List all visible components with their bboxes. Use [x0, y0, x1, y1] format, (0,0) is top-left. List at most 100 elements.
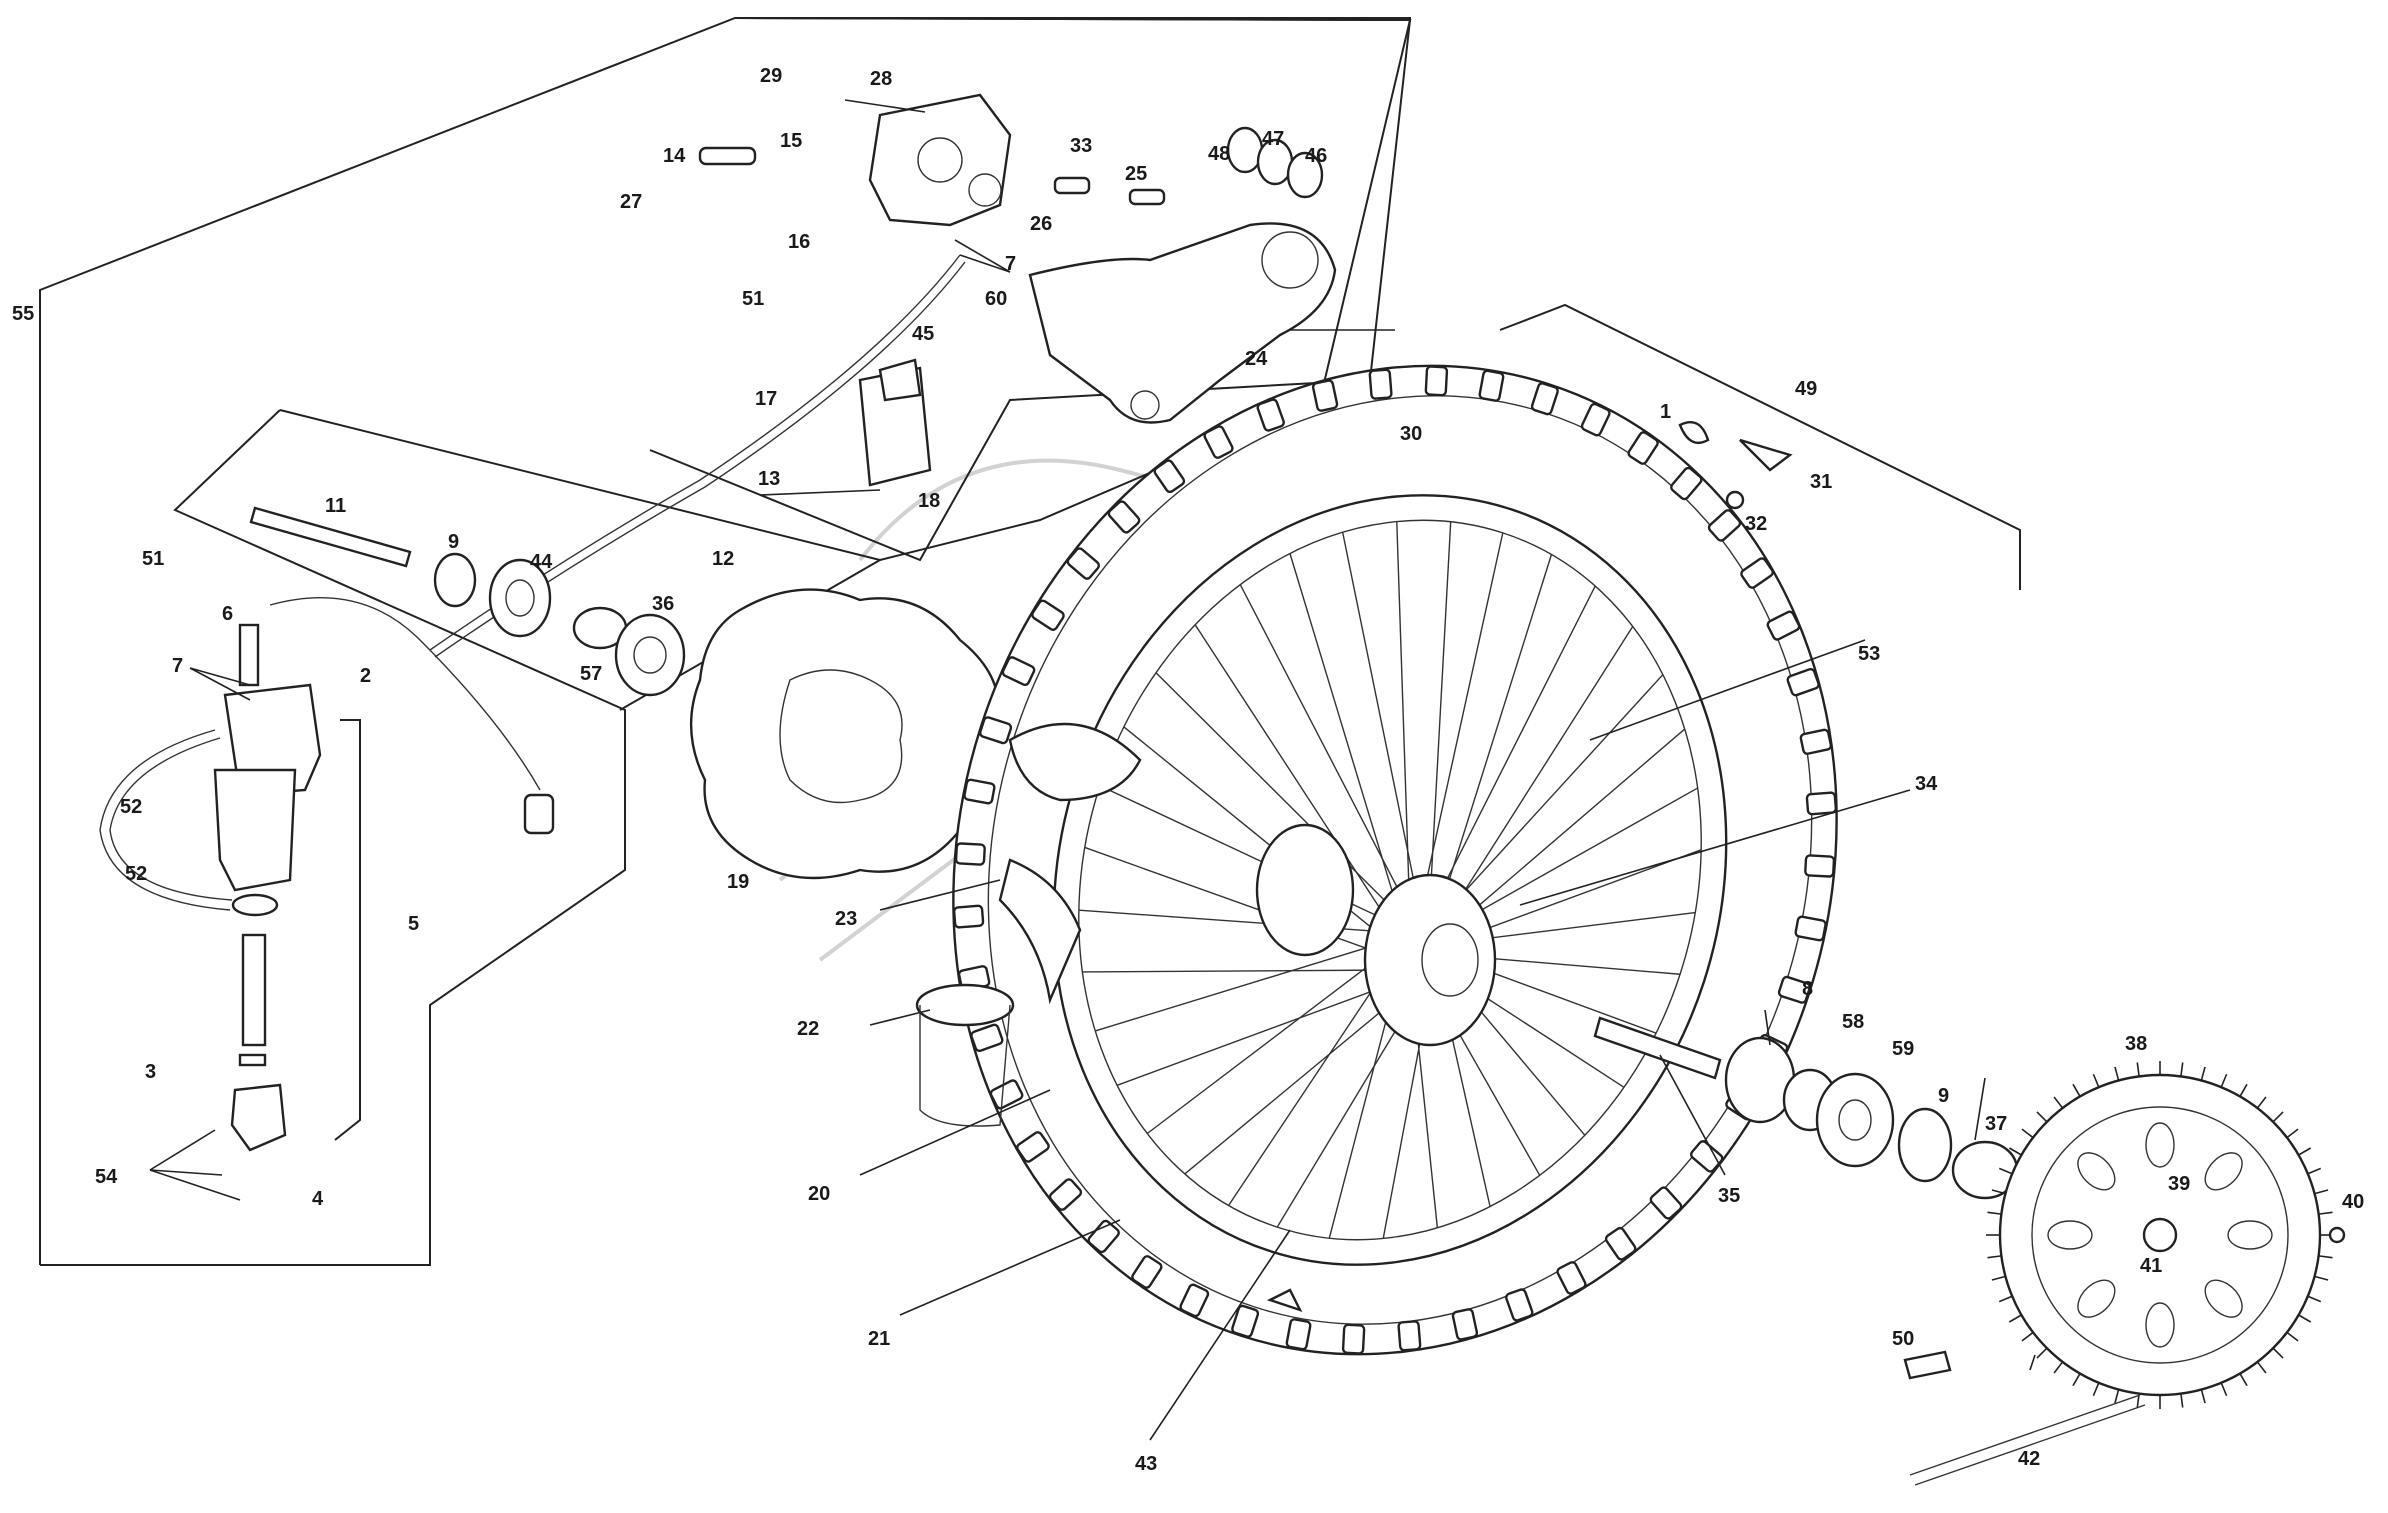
tread-block — [1048, 1178, 1083, 1211]
label-43: 43 — [1135, 1453, 1157, 1475]
sprocket-cutout — [2077, 1152, 2116, 1191]
label-29: 29 — [760, 65, 782, 87]
sprocket-cutout — [2204, 1279, 2243, 1318]
label-44: 44 — [530, 551, 553, 573]
label-60: 60 — [985, 288, 1007, 310]
brake-caliper — [698, 93, 1324, 227]
sprocket-tooth — [2053, 1361, 2064, 1374]
tread-block — [963, 778, 996, 805]
label-57: 57 — [580, 663, 602, 685]
sprocket-tooth — [2220, 1382, 2228, 1397]
tread-block — [1153, 459, 1186, 494]
sprocket-tooth — [2286, 1128, 2299, 1139]
sprocket-tooth — [2272, 1347, 2284, 1359]
tread-block — [1424, 365, 1449, 397]
label-42: 42 — [2018, 1448, 2040, 1470]
label-49: 49 — [1795, 378, 1817, 400]
label-11: 11 — [325, 495, 346, 517]
sprocket-tooth — [2272, 1111, 2284, 1123]
tread-block — [1689, 1140, 1724, 1173]
inner-tube — [915, 722, 1142, 1127]
tread-block — [1786, 667, 1820, 697]
spoke — [1396, 521, 1411, 913]
label-47: 47 — [1262, 128, 1284, 150]
tread-block — [1107, 500, 1141, 534]
tread-block — [1478, 369, 1505, 402]
sprocket-tooth — [1987, 1211, 2002, 1215]
sprocket-tooth — [2008, 1314, 2022, 1323]
sprocket-tooth — [2200, 1066, 2206, 1081]
label-23: 23 — [835, 908, 857, 930]
label-52a: 52 — [120, 796, 142, 818]
tread-block — [970, 1023, 1004, 1053]
sprocket-tooth — [2220, 1073, 2228, 1088]
label-36: 36 — [652, 593, 674, 615]
tread-block — [978, 716, 1013, 745]
spacers-bearings-right — [1593, 1016, 2019, 1200]
label-59: 59 — [1892, 1038, 1914, 1060]
label-19: 19 — [727, 871, 749, 893]
tread-block — [1285, 1318, 1312, 1351]
spoke — [1116, 979, 1401, 1086]
sprocket-tooth — [2072, 1083, 2081, 1097]
tread-block — [1740, 557, 1774, 589]
sprocket-cutout — [2077, 1279, 2116, 1318]
sprocket-tooth — [2307, 1295, 2322, 1303]
label-51a: 51 — [742, 288, 764, 310]
sprocket-cutout — [2145, 1122, 2175, 1168]
label-20: 20 — [808, 1183, 830, 1205]
spoke — [1084, 846, 1391, 958]
label-31: 31 — [1810, 471, 1832, 493]
tread-block — [1001, 656, 1036, 687]
sprocket-tooth — [1991, 1275, 2006, 1281]
label-9a: 9 — [448, 531, 459, 553]
sprocket-tooth — [2021, 1331, 2034, 1342]
tread-block — [1203, 425, 1234, 459]
label-26: 26 — [1030, 213, 1052, 235]
tread-block — [1530, 382, 1559, 416]
tread-block — [1777, 975, 1812, 1004]
axle-11 — [249, 506, 412, 568]
sprocket-tooth — [2239, 1083, 2248, 1097]
label-51b: 51 — [142, 548, 164, 570]
sprocket-tooth — [1998, 1167, 2013, 1175]
label-52b: 52 — [125, 863, 147, 885]
sprocket-tooth — [2114, 1066, 2120, 1081]
sprocket-tooth — [1991, 1189, 2006, 1195]
label-15: 15 — [780, 130, 802, 152]
sprocket-tooth — [2239, 1373, 2248, 1387]
sprocket-tooth — [2036, 1111, 2048, 1123]
label-4: 4 — [312, 1188, 324, 1210]
label-6: 6 — [222, 603, 233, 625]
tread-block — [1179, 1283, 1210, 1318]
sprocket-tooth — [2314, 1189, 2329, 1195]
group-outline-5 — [334, 719, 361, 1141]
spoke — [1429, 585, 1596, 913]
label-32: 32 — [1745, 513, 1767, 535]
tire-tread — [952, 365, 1838, 1355]
label-22: 22 — [797, 1018, 819, 1040]
sprocket-tooth — [2256, 1361, 2267, 1374]
spoke — [1194, 624, 1395, 931]
tread-block — [1341, 1323, 1366, 1355]
tread-block — [1231, 1304, 1260, 1338]
tread-block — [1670, 466, 1703, 501]
sprocket-tooth — [2286, 1331, 2299, 1342]
label-2: 2 — [360, 665, 371, 687]
tread-block — [1766, 610, 1801, 641]
label-55: 55 — [12, 303, 34, 325]
sprocket-tooth — [2136, 1062, 2140, 1077]
tread-block — [1451, 1308, 1479, 1341]
sprocket-tooth — [2092, 1073, 2100, 1088]
part-labels: 1 2 3 4 5 6 7 7 8 9 9 11 12 13 14 15 16 … — [12, 65, 2364, 1475]
tread-block — [1311, 379, 1339, 412]
sprocket-tooth — [2256, 1096, 2267, 1109]
label-12: 12 — [712, 548, 734, 570]
label-8: 8 — [1802, 978, 1813, 1000]
tread-block — [1580, 402, 1611, 437]
label-41: 41 — [2140, 1255, 2162, 1277]
label-53: 53 — [1858, 643, 1880, 665]
sprocket-tooth — [2200, 1389, 2206, 1404]
sprocket-cutout — [2047, 1220, 2093, 1250]
